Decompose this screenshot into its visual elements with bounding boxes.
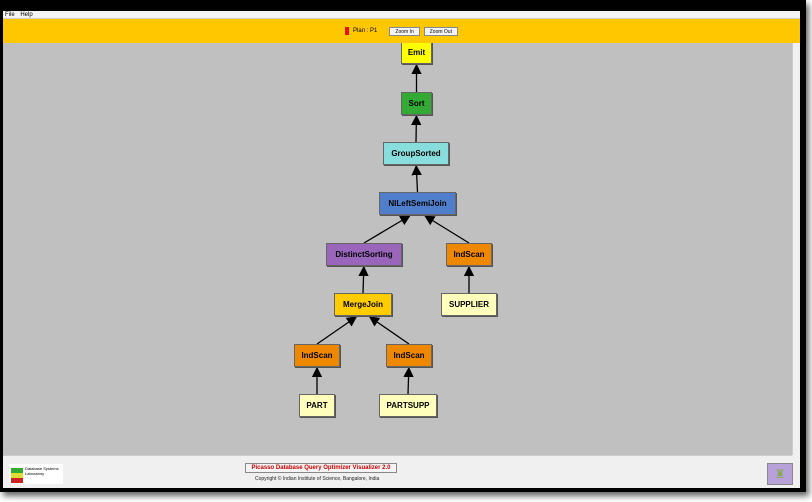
plan-node-indscan2[interactable]: IndScan	[294, 344, 340, 367]
menu-bar: File Help	[3, 11, 800, 19]
vertical-scrollbar[interactable]	[792, 43, 800, 455]
edge-indscan1-to-nlleftsemijoin	[424, 215, 470, 244]
edge-nlleftsemijoin-to-groupsorted	[411, 164, 422, 193]
copyright-text: Copyright © Indian Institute of Science,…	[255, 476, 380, 482]
plan-edges	[311, 63, 475, 395]
menu-help[interactable]: Help	[20, 12, 33, 18]
plan-node-distinctsorting[interactable]: DistinctSorting	[326, 243, 402, 266]
menu-file[interactable]: File	[5, 12, 15, 18]
iisc-emblem-icon: ♜	[767, 463, 793, 485]
app-title-button[interactable]: Picasso Database Query Optimizer Visuali…	[245, 463, 397, 473]
plan-node-groupsorted[interactable]: GroupSorted	[383, 142, 449, 165]
plan-node-partsupp[interactable]: PARTSUPP	[379, 394, 437, 417]
edge-partsupp-to-indscan3	[403, 366, 414, 395]
app-window: File Help Plan : P1 Zoom In Zoom Out Emi…	[3, 11, 800, 488]
plan-color-swatch	[345, 27, 350, 35]
plan-node-indscan1[interactable]: IndScan	[446, 243, 492, 266]
plan-node-indscan3[interactable]: IndScan	[386, 344, 432, 367]
plan-node-sort[interactable]: Sort	[401, 92, 432, 115]
edge-mergejoin-to-distinctsorting	[358, 265, 369, 294]
logo-text: Database Systems Laboratory	[25, 466, 59, 476]
toolbar: Plan : P1 Zoom In Zoom Out	[3, 19, 800, 43]
edge-indscan3-to-mergejoin	[368, 316, 410, 345]
plan-node-mergejoin[interactable]: MergeJoin	[334, 293, 392, 316]
plan-node-nlleftsemijoin[interactable]: NlLeftSemiJoin	[379, 192, 456, 215]
plan-label: Plan : P1	[353, 28, 378, 34]
zoom-out-button[interactable]: Zoom Out	[423, 26, 458, 36]
plan-node-supplier[interactable]: SUPPLIER	[441, 293, 497, 316]
plan-node-part[interactable]: PART	[299, 394, 335, 417]
edge-indscan2-to-mergejoin	[316, 316, 358, 345]
zoom-in-button[interactable]: Zoom In	[389, 26, 420, 36]
dsl-logo: Database Systems Laboratory	[9, 464, 63, 484]
edge-distinctsorting-to-nlleftsemijoin	[363, 215, 411, 244]
horizontal-scrollbar[interactable]	[3, 455, 792, 461]
plan-node-emit[interactable]: Emit	[401, 43, 432, 64]
footer: Database Systems Laboratory Picasso Data…	[3, 461, 800, 488]
